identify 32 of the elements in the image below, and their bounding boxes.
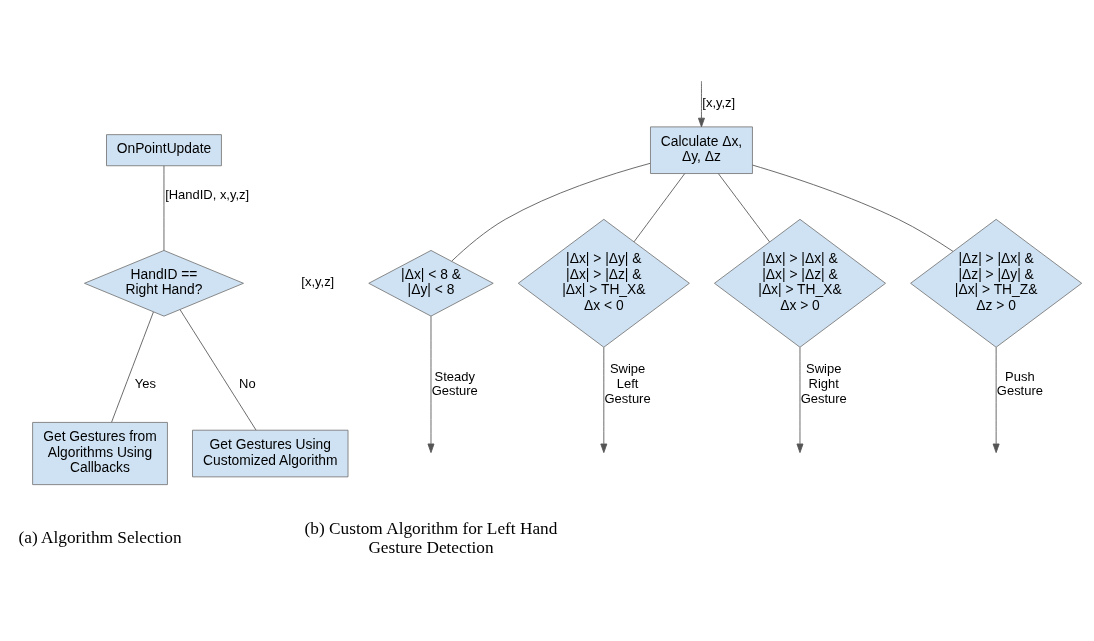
- label: (a) Algorithm Selection: [18, 527, 182, 547]
- arrow: [992, 346, 1000, 453]
- connector: [451, 162, 651, 261]
- node-diamond: |Δx| < 8 & |Δy| < 8: [368, 249, 494, 317]
- edge-label: Push Gesture: [996, 368, 1043, 398]
- arrow: [796, 346, 804, 453]
- node-box: Get Gestures Using Customized Algorithm: [192, 429, 349, 477]
- arrow: [427, 315, 435, 453]
- node-diamond: |Δz| > |Δx| & |Δz| > |Δy| & |Δx| > TH_Z& Δz > 0: [910, 218, 1083, 348]
- edge-label: Swipe Right Gesture: [800, 360, 847, 406]
- label: [x,y,z]: [301, 273, 335, 289]
- edge-label: [x,y,z]: [702, 94, 736, 110]
- connector: [752, 164, 954, 252]
- connector: [633, 172, 686, 242]
- arrow: [698, 80, 705, 127]
- label: (b) Custom Algorithm for Left Hand Gesture Detection: [304, 518, 558, 557]
- edge-label: No: [239, 375, 256, 391]
- node-box: Calculate Δx, Δy, Δz: [650, 125, 753, 174]
- edge-label: Swipe Left Gesture: [604, 360, 651, 406]
- node-diamond: |Δx| > |Δy| & |Δx| > |Δz| & |Δx| > TH_X& Δx < 0: [517, 218, 690, 348]
- connector: [111, 311, 154, 423]
- node-box: OnPointUpdate: [106, 133, 222, 166]
- arrow: [600, 346, 608, 453]
- node-box: Get Gestures from Algorithms Using Callbacks: [32, 421, 168, 485]
- node-diamond: |Δx| > |Δx| & |Δx| > |Δz| & |Δx| > TH_X& Δx > 0: [714, 218, 886, 348]
- node-diamond: HandID == Right Hand?: [84, 249, 244, 317]
- connector: [179, 308, 257, 430]
- connector: [163, 164, 165, 251]
- connector: [717, 172, 770, 242]
- edge-label: [HandID, x,y,z]: [165, 186, 250, 202]
- edge-label: Steady Gesture: [431, 368, 478, 398]
- edge-label: Yes: [134, 375, 156, 391]
